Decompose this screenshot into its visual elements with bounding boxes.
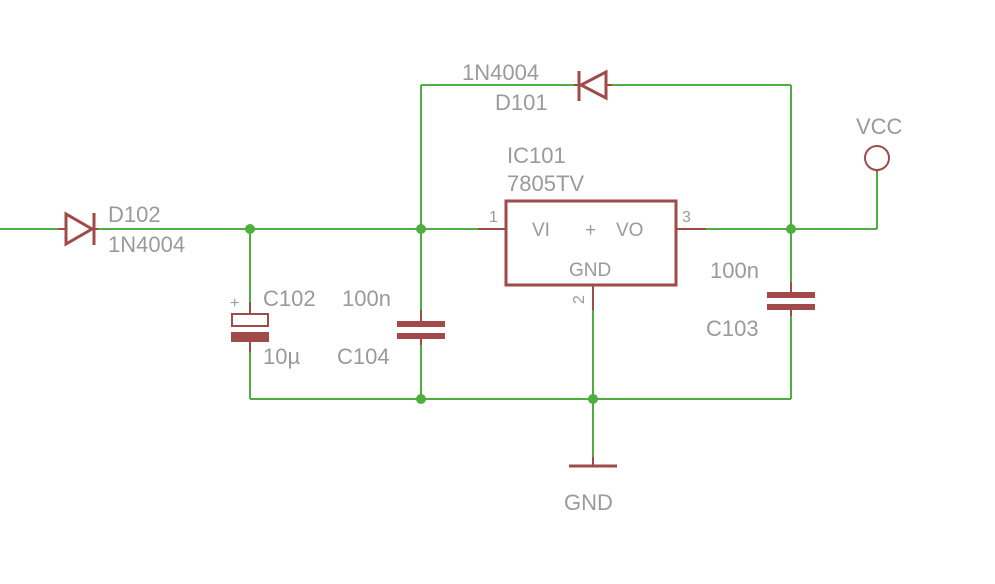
ic101-gnd-label: GND <box>569 260 611 281</box>
wires <box>0 84 878 457</box>
regulator-ic101: IC101 7805TV 1 3 2 VI + VO GND <box>478 143 706 310</box>
ic101-vi-label: VI <box>532 220 550 241</box>
c102-polarity: + <box>230 295 239 312</box>
d102-value: 1N4004 <box>108 232 185 257</box>
diode-d101: 1N4004 D101 <box>462 60 612 115</box>
junction-dot <box>245 224 255 234</box>
capacitor-c102: + C102 10µ <box>230 286 316 369</box>
vcc-supply: VCC <box>856 114 903 172</box>
ic101-name: IC101 <box>507 143 566 168</box>
vcc-label: VCC <box>856 114 903 139</box>
capacitor-c103: 100n C103 <box>706 258 815 341</box>
ic101-value: 7805TV <box>507 171 584 196</box>
ic101-center-mark: + <box>585 220 596 241</box>
junction-dot <box>416 394 426 404</box>
ic101-pin3-label: 3 <box>682 209 691 226</box>
c104-value: 100n <box>342 286 391 311</box>
junction-dot <box>416 224 426 234</box>
ground-symbol: GND <box>564 457 617 515</box>
c102-name: C102 <box>263 286 316 311</box>
c103-value: 100n <box>710 258 759 283</box>
capacitor-c104: 100n C104 <box>337 286 445 369</box>
junction-dot <box>786 224 796 234</box>
c104-name: C104 <box>337 344 390 369</box>
junction-dot <box>588 394 598 404</box>
d102-name: D102 <box>108 202 161 227</box>
diode-d102: D102 1N4004 <box>58 202 185 257</box>
junctions <box>245 224 796 404</box>
d101-name: D101 <box>495 90 548 115</box>
d101-value: 1N4004 <box>462 60 539 85</box>
c102-value: 10µ <box>263 344 300 369</box>
ic101-vo-label: VO <box>616 220 643 241</box>
ic101-pin1-label: 1 <box>489 209 498 226</box>
gnd-label: GND <box>564 490 613 515</box>
ic101-pin2-label: 2 <box>571 295 588 304</box>
c103-name: C103 <box>706 316 759 341</box>
